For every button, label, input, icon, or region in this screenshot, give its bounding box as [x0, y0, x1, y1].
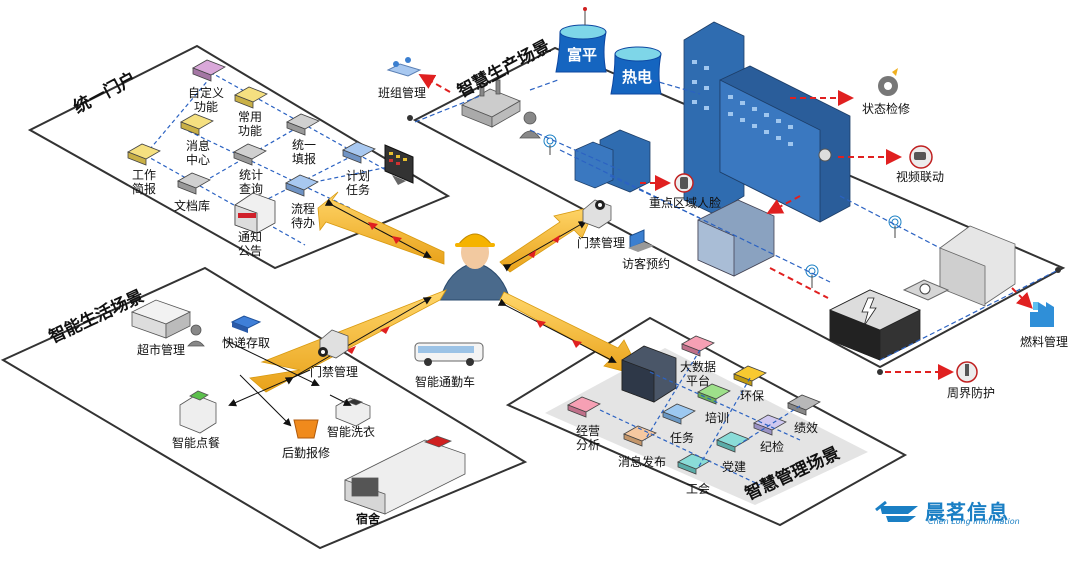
- portal-fill-label: 统一 填报: [292, 138, 317, 166]
- worker-icon: [439, 233, 511, 301]
- mgmt-party-label: 党建: [722, 460, 747, 474]
- portal-custom-label: 自定义 功能: [188, 86, 225, 114]
- cooling-towers: [555, 7, 662, 95]
- gear-box-icon: [902, 279, 950, 301]
- face-scan-icon: [674, 173, 694, 193]
- portal-notice-label: 通知 公告: [238, 230, 263, 258]
- production-links: [414, 79, 1059, 361]
- express-icon: [230, 315, 262, 333]
- prod-fuel-label: 燃料管理: [1020, 335, 1069, 349]
- life-links: [224, 339, 352, 427]
- factory-windows: [692, 60, 793, 146]
- office-building: [697, 199, 775, 277]
- brand-name-en: Chen Long Information: [928, 517, 1020, 526]
- prod-video-label: 视频联动: [896, 170, 945, 184]
- portal-stat-label: 统计 查询: [239, 168, 264, 196]
- supermarket-icon: [130, 299, 205, 347]
- fuel-icon: [1030, 302, 1054, 327]
- brand-name-cn: 晨茗信息: [925, 500, 1009, 524]
- mgmt-env-label: 环保: [740, 389, 765, 403]
- life-dorm-label: 宿舍: [356, 512, 381, 526]
- double-arrows: [284, 198, 617, 385]
- life-repair-label: 后勤报修: [282, 446, 331, 460]
- management-links: [599, 349, 801, 486]
- red-chevrons: [346, 222, 582, 354]
- gear-icon: [878, 68, 898, 96]
- bus-icon: [414, 342, 484, 366]
- ordering-icon: [179, 390, 217, 434]
- portal-tiles: [127, 59, 376, 234]
- mgmt-bigdata-label: 大数据 平台: [680, 360, 717, 388]
- storage-building: [939, 225, 1016, 307]
- prod-gate-label: 门禁管理: [577, 236, 626, 250]
- tower-label-fuping: 富平: [567, 46, 598, 64]
- power-station: [829, 289, 921, 361]
- mgmt-training-label: 培训: [705, 411, 730, 425]
- management-tiles: [567, 335, 821, 475]
- perimeter-icon: [956, 361, 978, 383]
- production-red-links: [418, 74, 1033, 380]
- tower-label-thermal: 热电: [622, 68, 653, 86]
- factory-building: [574, 21, 851, 223]
- dorm-icon: [344, 435, 466, 515]
- portal-common-label: 常用 功能: [238, 110, 263, 138]
- wifi-poles: [549, 145, 896, 288]
- mgmt-msg-label: 消息发布: [618, 455, 667, 469]
- prod-face-label: 重点区域人脸: [649, 196, 722, 210]
- pin-markers: [407, 115, 1061, 375]
- life-express-label: 快递存取: [222, 336, 271, 350]
- repair-icon: [293, 419, 319, 439]
- prod-visitor-label: 访客预约: [622, 257, 671, 271]
- mgmt-task-label: 任务: [670, 431, 695, 445]
- life-shuttle-label: 智能通勤车: [415, 375, 476, 389]
- mgmt-ops-label: 经营 分析: [576, 424, 601, 452]
- prod-status-label: 状态检修: [862, 102, 911, 116]
- dome-camera-icon: [818, 148, 832, 162]
- team-icon: [386, 57, 422, 77]
- mgmt-perf-label: 绩效: [794, 421, 819, 435]
- life-gate-label: 门禁管理: [310, 365, 359, 379]
- datacenter-icon: [621, 345, 677, 403]
- laptop-icon: [628, 229, 654, 252]
- prod-team-label: 班组管理: [378, 86, 427, 100]
- substation-icon: [461, 79, 541, 139]
- life-supermarket-label: 超市管理: [137, 343, 186, 357]
- portal-doc-label: 文档库: [174, 199, 211, 213]
- mgmt-discipline-label: 纪检: [760, 440, 785, 454]
- life-laundry-label: 智能洗衣: [327, 425, 376, 439]
- monitor-icon: [384, 144, 414, 185]
- gate-reader-icons: [318, 200, 605, 357]
- camera-icon: [909, 145, 933, 169]
- portal-message-label: 消息 中心: [186, 139, 211, 167]
- mgmt-union-label: 工会: [686, 482, 711, 496]
- brand-logo-icon: [875, 500, 918, 522]
- portal-plan-label: 计划 任务: [346, 169, 371, 197]
- portal-brief-label: 工作 简报: [132, 168, 157, 196]
- portal-flow-label: 流程 待办: [291, 202, 316, 230]
- prod-perimeter-label: 周界防护: [947, 386, 996, 400]
- life-ordering-label: 智能点餐: [172, 436, 221, 450]
